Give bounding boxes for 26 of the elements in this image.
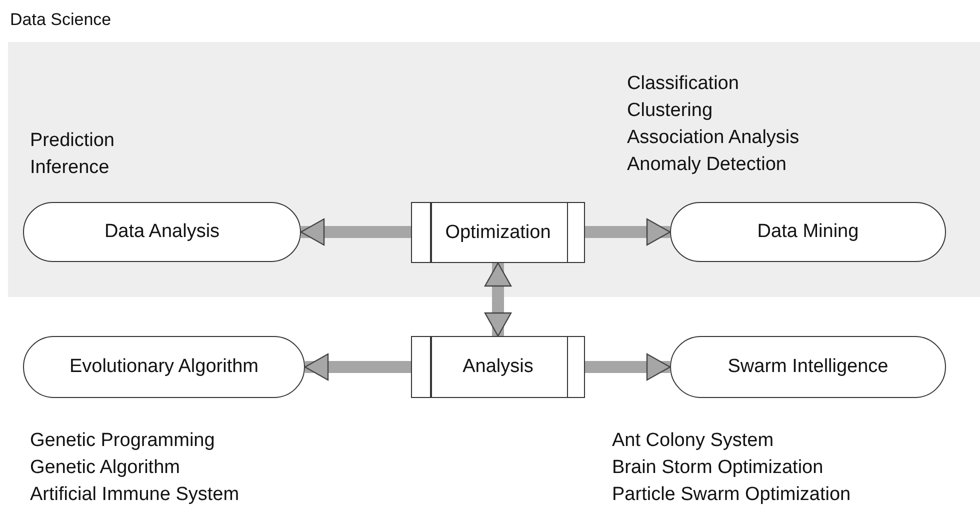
node-label: Optimization — [445, 222, 551, 244]
block-arrow — [304, 353, 411, 381]
node-label: Analysis — [462, 356, 534, 378]
node-label: Swarm Intelligence — [728, 356, 888, 378]
list-item: Artificial Immune System — [30, 483, 240, 507]
block-arrow — [585, 353, 671, 381]
node-label: Data Analysis — [104, 221, 220, 243]
list-item: Classification — [627, 72, 740, 96]
list-item: Genetic Programming — [30, 429, 216, 453]
list-item: Ant Colony System — [612, 429, 775, 453]
block-arrow — [300, 218, 411, 246]
list-item: Association Analysis — [627, 126, 800, 150]
block-arrow — [585, 218, 671, 246]
process-box — [411, 202, 585, 263]
node-label: Data Mining — [757, 221, 859, 243]
list-item: Prediction — [30, 129, 114, 153]
list-item: Inference — [30, 156, 110, 180]
process-box — [411, 336, 585, 398]
list-item: Particle Swarm Optimization — [612, 483, 851, 507]
list-item: Genetic Algorithm — [30, 456, 181, 480]
block-arrow — [484, 262, 512, 337]
node-label: Evolutionary Algorithm — [69, 356, 259, 378]
group-heading: Data Science — [10, 10, 112, 30]
list-item: Clustering — [627, 99, 714, 123]
list-item: Brain Storm Optimization — [612, 456, 824, 480]
list-item: Anomaly Detection — [627, 153, 788, 177]
